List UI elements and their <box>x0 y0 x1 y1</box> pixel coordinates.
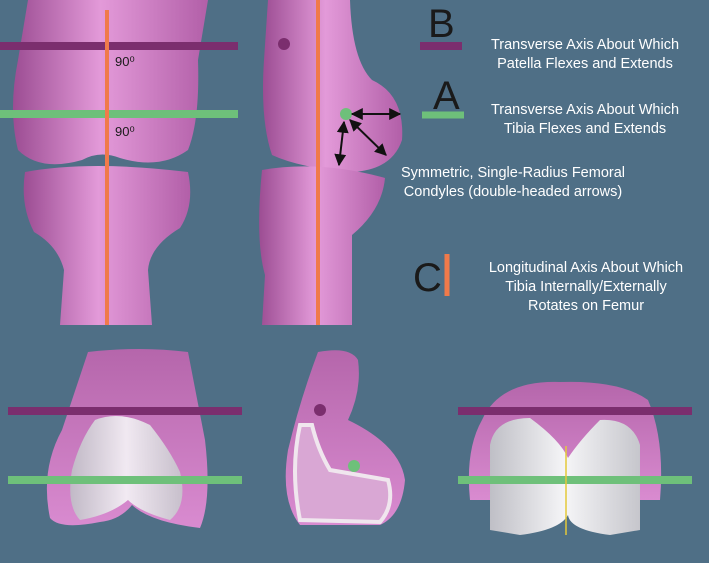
legend-c-line1: Longitudinal Axis About Which <box>488 260 684 276</box>
condyles-text: Symmetric, Single-Radius Femoral Condyle… <box>388 164 638 202</box>
implant-bottom-middle <box>293 423 393 525</box>
implant-bottom-left <box>70 416 183 520</box>
legend-c-text: Longitudinal Axis About Which Tibia Inte… <box>466 259 706 316</box>
legend-b-text: Transverse Axis About Which Patella Flex… <box>470 36 700 74</box>
condyles-line2: Condyles (double-headed arrows) <box>403 184 623 200</box>
condyles-line1: Symmetric, Single-Radius Femoral <box>400 165 625 181</box>
femur-sagittal <box>263 0 403 172</box>
patella-axis-point <box>278 38 290 50</box>
angle-label-top: 90⁰ <box>115 54 135 69</box>
legend-b-letter: B <box>428 2 455 46</box>
implant-right-view <box>458 381 692 535</box>
frontal-knee-view <box>0 0 238 325</box>
legend-a-line2: Tibia Flexes and Extends <box>503 121 667 137</box>
legend-a-letter: A <box>433 74 460 118</box>
femur-frontal <box>13 0 208 165</box>
legend-b-line2: Patella Flexes and Extends <box>497 56 673 72</box>
radius-arrow-2 <box>349 119 387 156</box>
implant-frontal-view <box>8 349 242 528</box>
implant-middle-patella-point <box>314 404 326 416</box>
legend-a-line1: Transverse Axis About Which <box>490 102 680 118</box>
angle-label-bottom: 90⁰ <box>115 124 135 139</box>
tibia-sagittal <box>259 166 385 325</box>
legend-c-line3: Rotates on Femur <box>527 298 645 314</box>
tibia-axis-point <box>340 108 352 120</box>
legend-b-line1: Transverse Axis About Which <box>490 37 680 53</box>
implant-middle-tibia-point <box>348 460 360 472</box>
legend-c-letter: C <box>413 256 442 300</box>
radius-arrow-3 <box>334 120 349 167</box>
implant-sagittal-view <box>285 350 405 525</box>
legend-a-text: Transverse Axis About Which Tibia Flexes… <box>470 101 700 139</box>
legend-c-line2: Tibia Internally/Externally <box>505 279 667 295</box>
sagittal-knee-view <box>259 0 403 325</box>
